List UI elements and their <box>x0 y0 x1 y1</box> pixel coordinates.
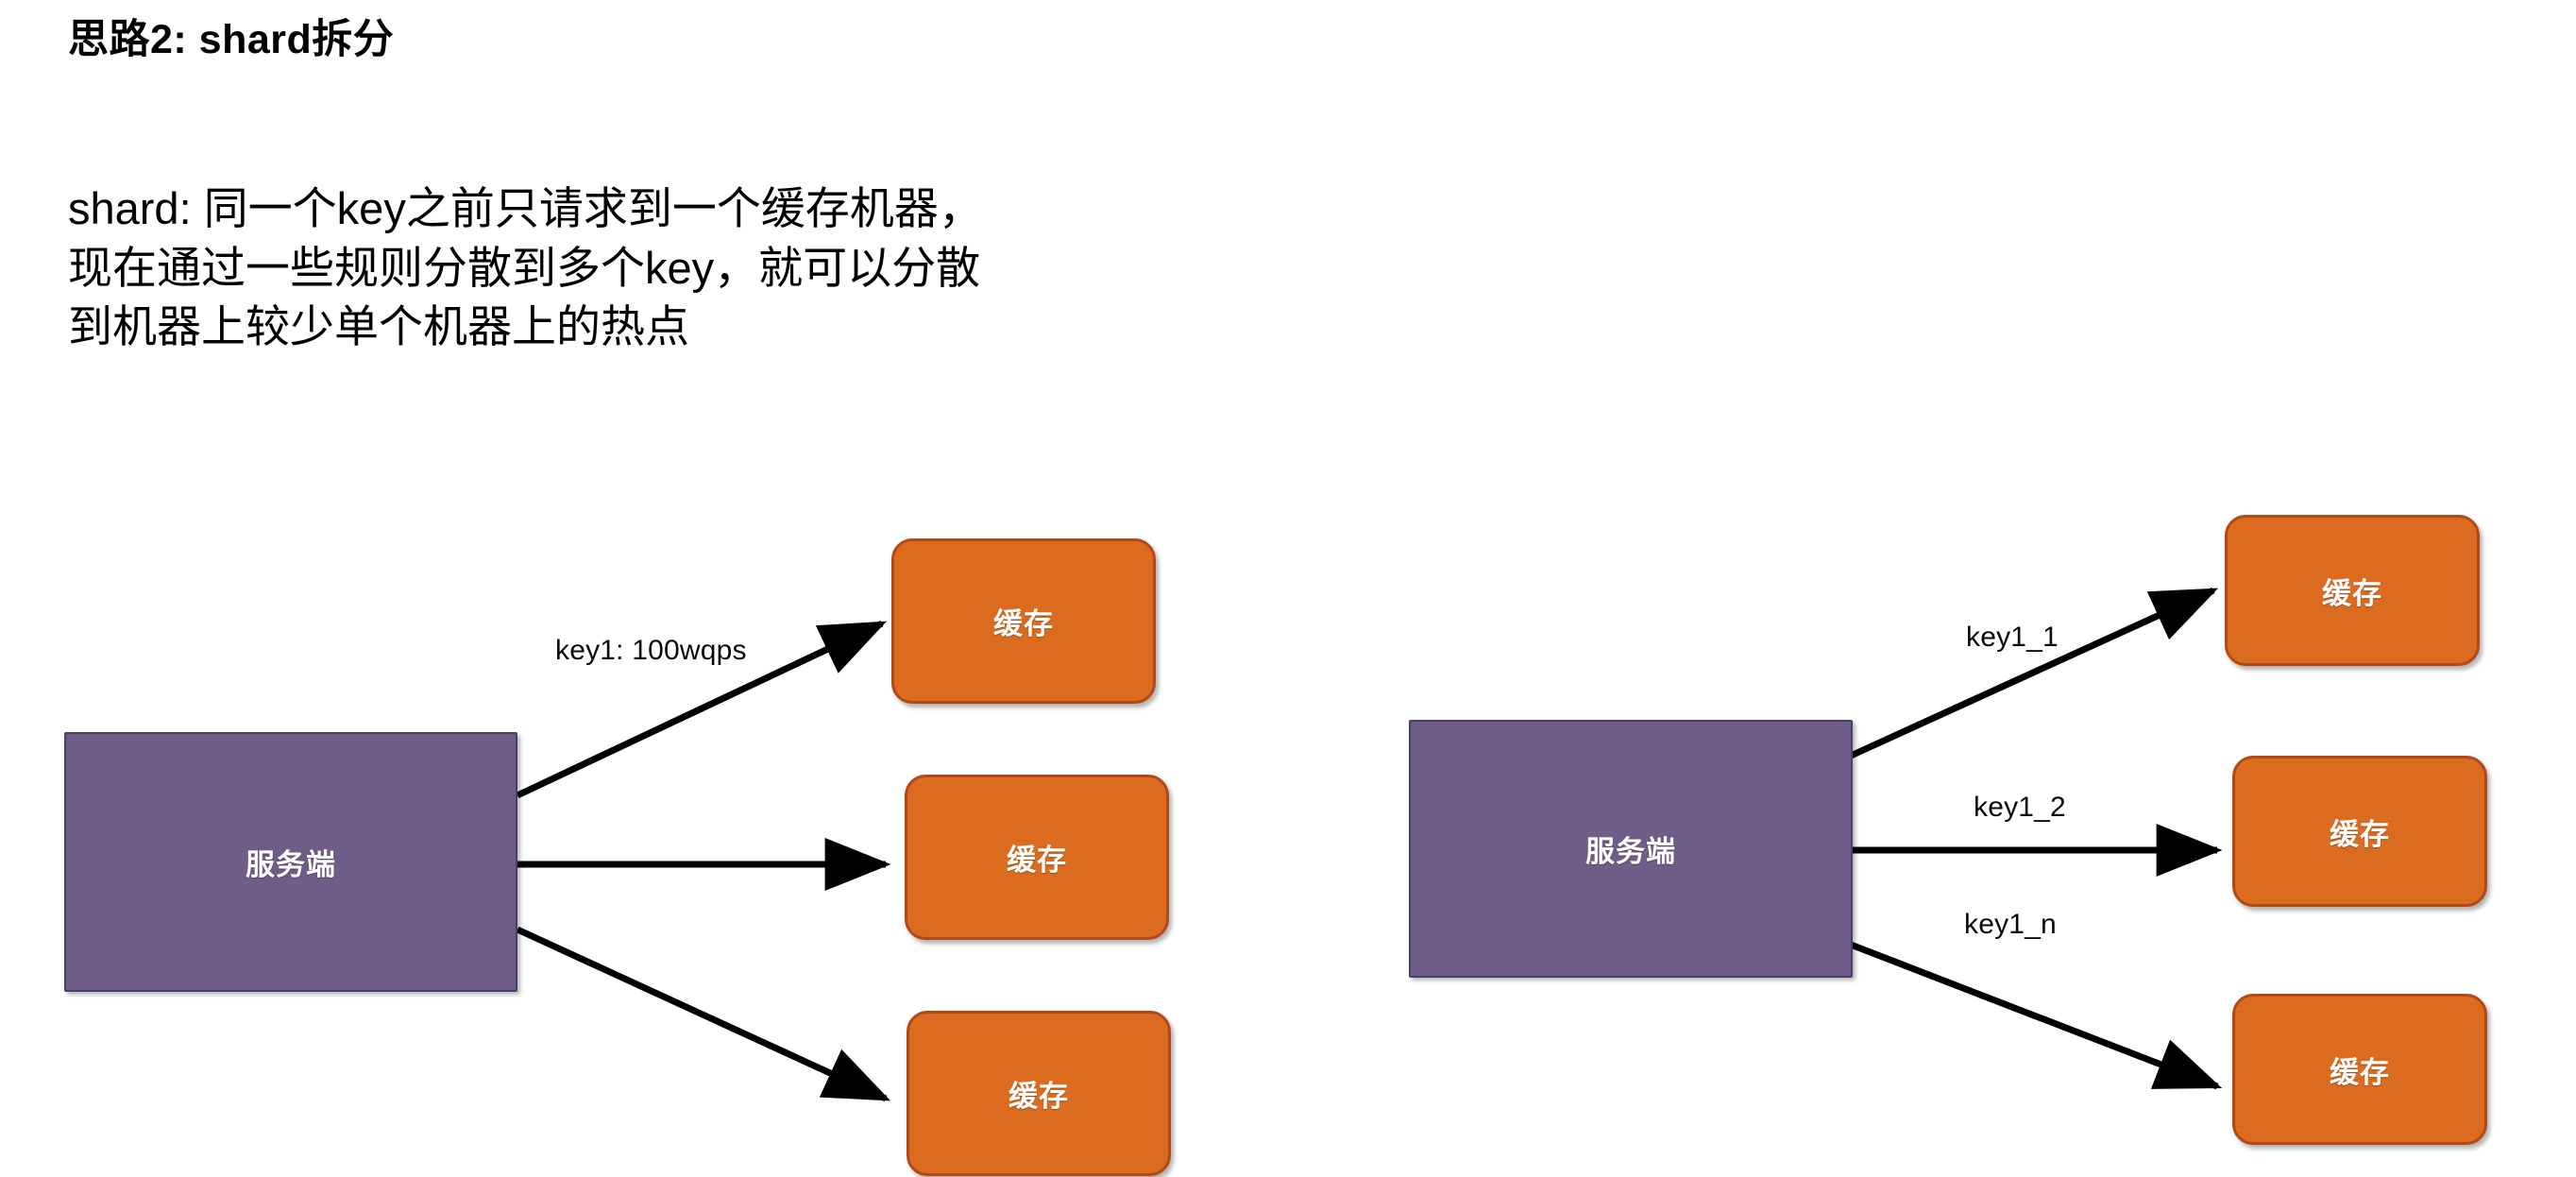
edge-label-key1-n: key1_n <box>1964 909 2057 940</box>
server-node-label: 服务端 <box>1585 835 1676 868</box>
cache-node-label: 缓存 <box>1008 1080 1069 1113</box>
cache-node-label: 缓存 <box>2330 817 2390 851</box>
cache-node-label: 缓存 <box>993 607 1054 640</box>
cache-node-3[interactable]: 缓存 <box>907 1011 1171 1176</box>
cache-node-label: 缓存 <box>1007 844 1067 877</box>
page-title: 思路2: shard拆分 <box>68 17 395 62</box>
cache-node-label: 缓存 <box>2330 1055 2390 1089</box>
server-node[interactable]: 服务端 <box>64 732 517 992</box>
cache-node-1[interactable]: 缓存 <box>2225 515 2480 666</box>
cache-node-1[interactable]: 缓存 <box>891 538 1156 704</box>
edge-label-key1: key1: 100wqps <box>555 635 747 666</box>
cache-node-3[interactable]: 缓存 <box>2232 994 2487 1145</box>
cache-node-2[interactable]: 缓存 <box>905 775 1169 940</box>
edge-label-key1-2: key1_2 <box>1974 792 2066 823</box>
server-node[interactable]: 服务端 <box>1409 720 1853 978</box>
cache-node-2[interactable]: 缓存 <box>2232 756 2487 907</box>
server-node-label: 服务端 <box>246 848 336 881</box>
description-paragraph: shard: 同一个key之前只请求到一个缓存机器，现在通过一些规则分散到多个k… <box>68 183 983 351</box>
edge-label-key1-1: key1_1 <box>1966 622 2059 653</box>
cache-node-label: 缓存 <box>2322 576 2382 610</box>
